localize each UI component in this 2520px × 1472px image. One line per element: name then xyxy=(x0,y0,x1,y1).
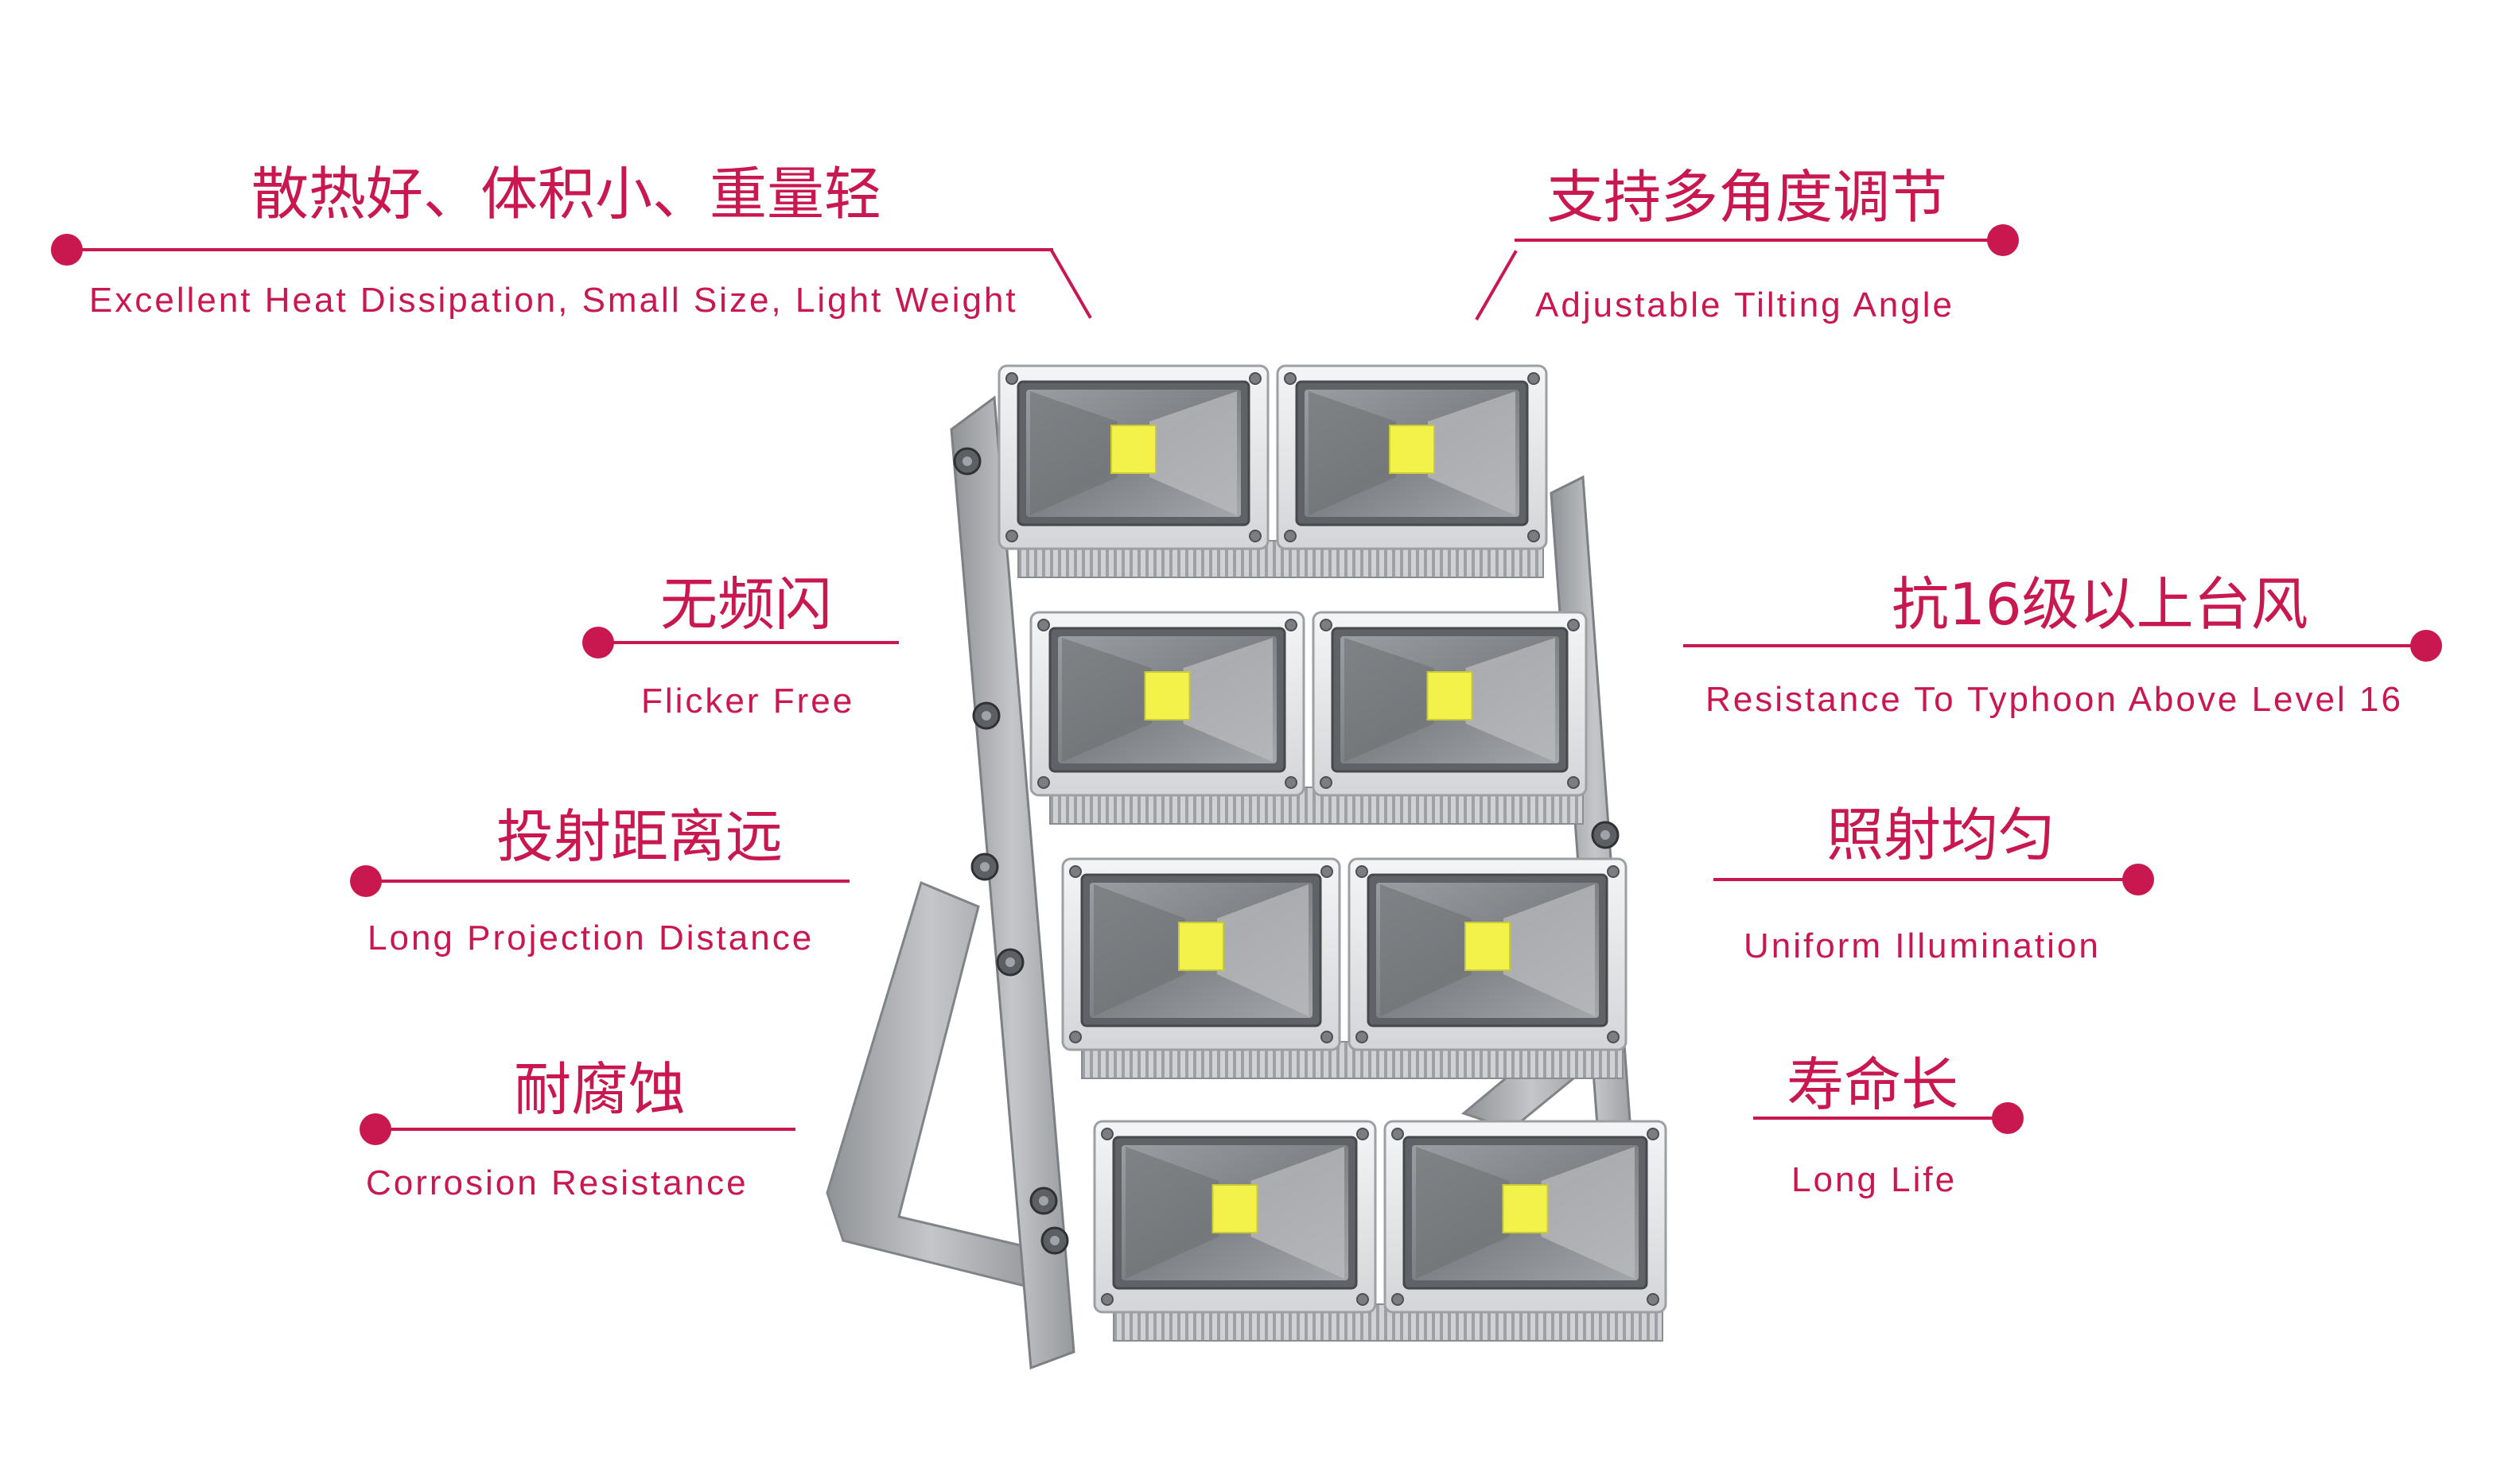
feature-life-dot xyxy=(1992,1102,2024,1134)
housing-screw xyxy=(1005,530,1018,542)
module-reflector-shadow xyxy=(1030,391,1118,515)
module-reflector xyxy=(1217,884,1309,1016)
housing-screw xyxy=(1391,1128,1404,1140)
feature-heat-cn: 散热好、体积小、重量轻 xyxy=(251,161,882,227)
frame-bolt-center xyxy=(962,456,972,466)
frame-bolt-center xyxy=(1600,830,1610,840)
housing-screw xyxy=(1037,776,1050,789)
feature-tilt-cn: 支持多角度调节 xyxy=(1546,164,1948,231)
feature-projection-en: Long Projection Distance xyxy=(368,919,815,957)
housing-screw xyxy=(1320,776,1332,789)
feature-corrosion-line xyxy=(375,1128,795,1131)
feature-heat-en: Excellent Heat Dissipation, Small Size, … xyxy=(89,281,1018,320)
housing-screw xyxy=(1391,1293,1404,1306)
housing-screw xyxy=(1527,530,1540,542)
housing-screw xyxy=(1284,530,1297,542)
module-reflector-shadow xyxy=(1126,1147,1219,1279)
led-chip xyxy=(1389,425,1435,474)
module-reflector xyxy=(1250,1147,1344,1279)
module-reflector-shadow xyxy=(1416,1147,1510,1279)
feature-corrosion-en: Corrosion Resistance xyxy=(366,1163,749,1202)
feature-life-cn: 寿命长 xyxy=(1787,1051,1959,1118)
led-chip xyxy=(1211,1184,1258,1233)
feature-flicker-line xyxy=(598,641,899,644)
housing-screw xyxy=(1284,372,1297,385)
housing-screw xyxy=(1285,619,1297,631)
module-reflector xyxy=(1503,884,1595,1016)
led-chip xyxy=(1502,1184,1549,1233)
module-reflector-shadow xyxy=(1062,638,1152,762)
housing-screw xyxy=(1320,865,1333,878)
feature-uniform-cn: 照射均匀 xyxy=(1826,802,2056,868)
module-reflector-shadow xyxy=(1094,884,1185,1016)
housing-screw xyxy=(1069,865,1082,878)
led-chip xyxy=(1426,671,1473,720)
frame-bolt-center xyxy=(1005,957,1015,967)
housing-screw xyxy=(1249,372,1262,385)
housing-screw xyxy=(1069,1031,1082,1043)
feature-corrosion-cn: 耐腐蚀 xyxy=(514,1056,686,1123)
housing-screw xyxy=(1567,776,1580,789)
feature-tilt-line xyxy=(1515,239,2000,242)
feature-typhoon-dot xyxy=(2410,630,2442,662)
feature-projection-line xyxy=(366,880,850,883)
housing-screw xyxy=(1355,1031,1368,1043)
frame-bolt-center xyxy=(982,711,991,720)
housing-screw xyxy=(1527,372,1540,385)
feature-life-line xyxy=(1753,1117,2005,1120)
feature-uniform-dot xyxy=(2122,864,2154,895)
housing-screw xyxy=(1607,1031,1620,1043)
housing-screw xyxy=(1356,1293,1369,1306)
housing-screw xyxy=(1101,1128,1114,1140)
led-chip xyxy=(1178,922,1224,971)
feature-life-en: Long Life xyxy=(1791,1160,1958,1199)
housing-screw xyxy=(1320,619,1332,631)
housing-screw xyxy=(1037,619,1050,631)
module-reflector xyxy=(1149,391,1237,515)
housing-screw xyxy=(1101,1293,1114,1306)
feature-typhoon-line xyxy=(1683,644,2423,647)
housing-screw xyxy=(1647,1293,1659,1306)
feature-tilt-en: Adjustable Tilting Angle xyxy=(1535,285,1954,324)
feature-tilt-dot xyxy=(1987,224,2019,256)
feature-uniform-line xyxy=(1713,878,2135,881)
module-reflector-shadow xyxy=(1309,391,1396,515)
frame-bolt-center xyxy=(1050,1236,1060,1245)
led-chip xyxy=(1144,671,1191,720)
frame-bolt-center xyxy=(1039,1196,1048,1206)
housing-screw xyxy=(1249,530,1262,542)
housing-screw xyxy=(1607,865,1620,878)
left-frame-rail xyxy=(950,395,1075,1370)
housing-screw xyxy=(1320,1031,1333,1043)
frame-bolt-center xyxy=(980,862,990,872)
feature-flicker-en: Flicker Free xyxy=(641,682,855,720)
module-reflector xyxy=(1465,638,1555,762)
housing-screw xyxy=(1567,619,1580,631)
module-reflector xyxy=(1183,638,1273,762)
feature-flicker-cn: 无频闪 xyxy=(660,571,833,638)
feature-typhoon-en: Resistance To Typhoon Above Level 16 xyxy=(1705,680,2403,719)
module-reflector-shadow xyxy=(1344,638,1434,762)
housing-screw xyxy=(1356,1128,1369,1140)
feature-uniform-en: Uniform Illumination xyxy=(1744,926,2101,965)
housing-screw xyxy=(1647,1128,1659,1140)
housing-screw xyxy=(1285,776,1297,789)
module-reflector xyxy=(1541,1147,1635,1279)
led-chip xyxy=(1464,922,1511,971)
feature-heat-line xyxy=(67,248,1053,251)
feature-projection-cn: 投射距离远 xyxy=(496,803,784,870)
housing-screw xyxy=(1005,372,1018,385)
module-reflector-shadow xyxy=(1380,884,1472,1016)
module-reflector xyxy=(1428,391,1515,515)
housing-screw xyxy=(1355,865,1368,878)
led-chip xyxy=(1110,425,1157,474)
feature-typhoon-cn: 抗16级以上台风 xyxy=(1892,571,2308,638)
